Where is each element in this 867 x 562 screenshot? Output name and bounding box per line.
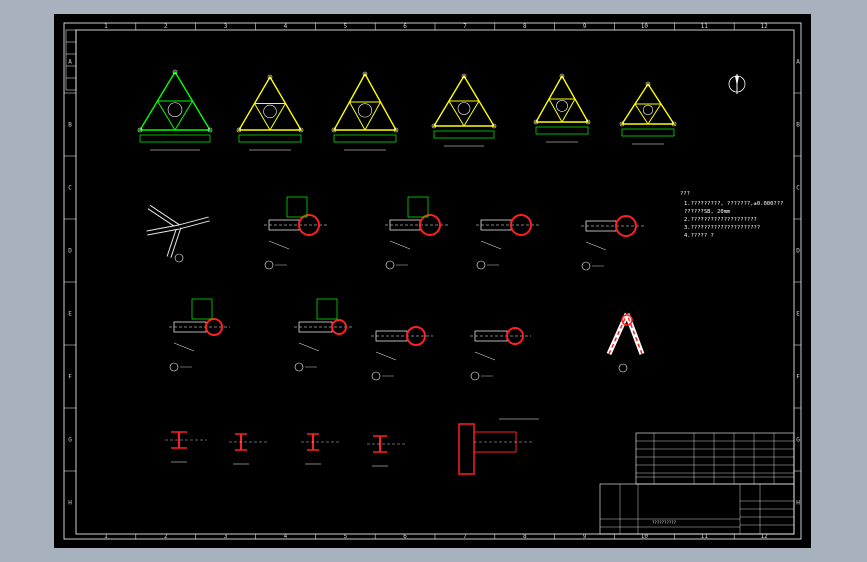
title-block: ?????????? (599, 432, 795, 535)
row-label: B (796, 122, 800, 129)
pipe-node-detail (581, 215, 644, 271)
column-label: 9 (583, 23, 587, 30)
row-label: C (68, 185, 72, 192)
column-label: 6 (403, 533, 407, 540)
pipe-node-detail (294, 298, 354, 372)
inner-frame (75, 29, 795, 535)
truss-elevation (619, 81, 677, 145)
row-label: F (796, 374, 800, 381)
outer-frame (63, 22, 802, 540)
truss-elevation (431, 73, 497, 147)
note-line-3: 2.???????????????????? (684, 217, 757, 223)
row-label: F (68, 374, 72, 381)
i-section-detail (165, 431, 207, 463)
general-notes: ??? 1.?????????, ???????,±0.000??? ?????… (680, 191, 783, 239)
row-label: C (796, 185, 800, 192)
column-label: 7 (463, 23, 467, 30)
column-label: 11 (701, 533, 709, 540)
row-label: D (68, 248, 72, 255)
pipe-node-detail (385, 196, 448, 270)
star-node-detail (146, 204, 210, 263)
truss-elevation (137, 69, 213, 151)
note-line-5: 4.????? ? (684, 233, 714, 239)
pipe-node-detail (264, 196, 327, 270)
column-label: 5 (343, 23, 347, 30)
note-line-1: 1.?????????, ???????,±0.000??? (684, 201, 783, 207)
row-grid-markers: A A B B C C D D E E F F G G H H (64, 59, 801, 507)
row-label: D (796, 248, 800, 255)
column-connection-detail (458, 418, 539, 475)
column-label: 11 (701, 23, 709, 30)
column-label: 8 (523, 23, 527, 30)
row-label: A (796, 59, 800, 66)
truss-elevation (236, 74, 304, 151)
column-label: 1 (104, 533, 108, 540)
column-label: 4 (284, 533, 288, 540)
pipe-node-detail (476, 214, 539, 270)
column-label: 1 (104, 23, 108, 30)
row-label: A (68, 59, 72, 66)
column-label: 5 (343, 533, 347, 540)
column-label: 10 (641, 533, 649, 540)
column-label: 9 (583, 533, 587, 540)
row-label: E (68, 311, 72, 318)
column-label: 2 (164, 23, 168, 30)
truss-elevation (533, 73, 591, 143)
node-details (146, 196, 645, 475)
note-line-4: 3.????????????????????? (684, 225, 760, 231)
v-node-detail (606, 312, 645, 373)
row-label: H (68, 500, 72, 507)
pipe-node-detail (470, 327, 531, 381)
column-label: 4 (284, 23, 288, 30)
column-label: 2 (164, 533, 168, 540)
i-section-detail (229, 433, 267, 465)
row-label: H (796, 500, 800, 507)
left-binding-strip (65, 29, 77, 91)
column-label: 10 (641, 23, 649, 30)
row-label: G (68, 437, 72, 444)
row-label: B (68, 122, 72, 129)
column-label: 3 (224, 533, 228, 540)
row-label: G (796, 437, 800, 444)
pipe-node-detail (169, 298, 230, 372)
north-arrow-icon (728, 74, 746, 94)
column-label: 3 (224, 23, 228, 30)
notes-title: ??? (680, 191, 690, 197)
row-label: E (796, 311, 800, 318)
i-section-detail (301, 433, 339, 465)
column-label: 6 (403, 23, 407, 30)
column-label: 12 (760, 23, 768, 30)
column-label: 7 (463, 533, 467, 540)
column-label: 8 (523, 533, 527, 540)
sheet-title: ?????????? (652, 520, 677, 525)
column-label: 12 (760, 533, 768, 540)
note-line-2: ??????SB, 20mm (684, 209, 731, 215)
truss-elevations (137, 69, 677, 151)
pipe-node-detail (371, 326, 433, 381)
i-section-detail (367, 435, 407, 467)
truss-elevation (331, 71, 399, 151)
